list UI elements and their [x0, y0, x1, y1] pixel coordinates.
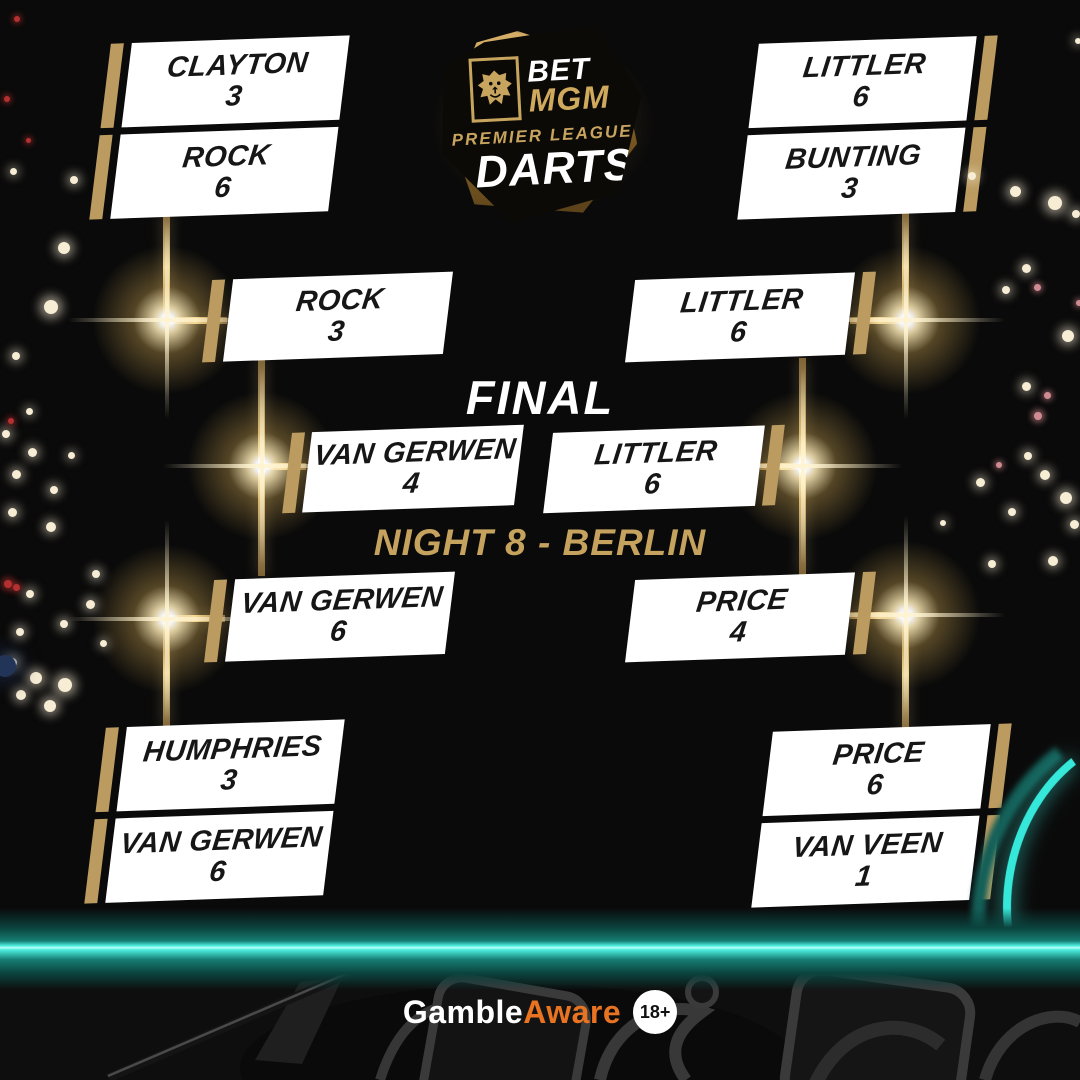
- player-box: PRICE 4: [625, 572, 855, 663]
- player-score: 6: [642, 468, 663, 501]
- player-score: 4: [728, 616, 749, 649]
- sf-right-bottom-box: PRICE 4: [625, 571, 876, 663]
- match-row: BUNTING 3: [737, 126, 987, 220]
- player-box: LITTLER 6: [625, 272, 855, 363]
- player-box: LITTLER 6: [543, 425, 765, 514]
- match-row: HUMPHRIES 3: [95, 719, 345, 813]
- player-name: CLAYTON: [165, 46, 311, 84]
- connector-line: [163, 618, 170, 728]
- event-label: NIGHT 8 - BERLIN: [373, 522, 707, 563]
- gold-stripe: [89, 134, 113, 220]
- sf-left-top-box: ROCK 3: [202, 271, 453, 363]
- player-box: BUNTING 3: [737, 127, 966, 220]
- player-name: VAN GERWEN: [118, 820, 325, 861]
- footer: GambleAware 18+: [0, 990, 1080, 1034]
- gold-stripe: [84, 818, 108, 904]
- gold-stripe: [100, 43, 124, 129]
- player-score: 6: [207, 855, 228, 889]
- final-left-box: VAN GERWEN 4: [282, 424, 524, 514]
- player-name: LITTLER: [592, 434, 720, 472]
- player-score: 6: [328, 615, 349, 649]
- player-score: 3: [223, 80, 244, 113]
- connector-line: [163, 211, 170, 323]
- player-score: 3: [218, 764, 239, 797]
- gold-stripe: [95, 727, 119, 813]
- player-box: VAN VEEN 1: [751, 815, 980, 908]
- teal-stripe: [0, 908, 1080, 990]
- gold-stripe: [282, 432, 305, 514]
- player-score: 3: [326, 315, 347, 349]
- player-name: LITTLER: [801, 47, 928, 84]
- final-right-box: LITTLER 6: [543, 424, 785, 514]
- gambleaware-logo: GambleAware: [403, 994, 621, 1031]
- player-score: 6: [212, 171, 233, 205]
- player-name: PRICE: [831, 736, 927, 772]
- player-box: ROCK 3: [223, 271, 453, 362]
- player-name: BUNTING: [783, 138, 924, 176]
- player-box: VAN GERWEN 6: [105, 810, 334, 903]
- player-name: ROCK: [180, 138, 273, 175]
- player-name: VAN GERWEN: [312, 432, 518, 472]
- gold-stripe: [852, 271, 876, 355]
- match-row: CLAYTON 3: [100, 35, 350, 129]
- player-score: 3: [839, 172, 860, 206]
- player-score: 6: [850, 80, 871, 114]
- sf-right-top-box: LITTLER 6: [625, 271, 876, 363]
- player-score: 6: [864, 768, 885, 802]
- connector-line: [902, 614, 909, 734]
- player-name: VAN VEEN: [790, 826, 945, 864]
- sf-left-bottom-box: VAN GERWEN 6: [204, 571, 455, 663]
- logo-black-plate: BET MGM PREMIER LEAGUE DARTS: [431, 21, 654, 229]
- match-row: PRICE 6: [762, 723, 1012, 817]
- connector-line: [902, 211, 909, 323]
- player-box: ROCK 6: [110, 126, 339, 219]
- logo-darts-text: DARTS: [474, 138, 637, 198]
- age-18-badge: 18+: [633, 990, 678, 1034]
- player-name: HUMPHRIES: [141, 729, 324, 769]
- gold-stripe: [974, 35, 998, 121]
- player-box: VAN GERWEN 4: [302, 424, 524, 513]
- gamble-text: Gamble: [402, 993, 524, 1030]
- player-name: VAN GERWEN: [239, 580, 445, 620]
- player-score: 1: [853, 860, 874, 894]
- betmgm-premier-league-darts-logo: BET MGM PREMIER LEAGUE DARTS: [388, 0, 698, 249]
- gold-stripe: [963, 126, 987, 212]
- player-box: CLAYTON 3: [121, 35, 350, 128]
- betmgm-lion-icon: [469, 56, 522, 123]
- qf-top-left-pair: CLAYTON 3 ROCK 6: [89, 35, 350, 220]
- match-row: VAN VEEN 1: [751, 814, 1001, 908]
- player-box: HUMPHRIES 3: [116, 719, 345, 812]
- qf-top-right-pair: LITTLER 6 BUNTING 3: [737, 35, 998, 220]
- player-score: 6: [728, 316, 749, 349]
- logo-mgm-text: MGM: [528, 78, 612, 119]
- aware-text: Aware: [523, 993, 622, 1030]
- player-name: PRICE: [694, 583, 790, 619]
- player-name: ROCK: [294, 282, 386, 318]
- player-box: LITTLER 6: [748, 36, 977, 129]
- qf-bottom-left-pair: HUMPHRIES 3 VAN GERWEN 6: [84, 719, 345, 904]
- match-row: VAN GERWEN 6: [84, 810, 334, 904]
- qf-bottom-right-pair: PRICE 6 VAN VEEN 1: [751, 723, 1012, 908]
- player-box: PRICE 6: [762, 724, 991, 817]
- player-name: LITTLER: [678, 282, 806, 320]
- final-label: FINAL: [465, 371, 615, 424]
- player-score: 4: [401, 467, 422, 501]
- match-row: LITTLER 6: [748, 35, 998, 129]
- match-row: ROCK 6: [89, 126, 339, 220]
- player-box: VAN GERWEN 6: [225, 571, 455, 662]
